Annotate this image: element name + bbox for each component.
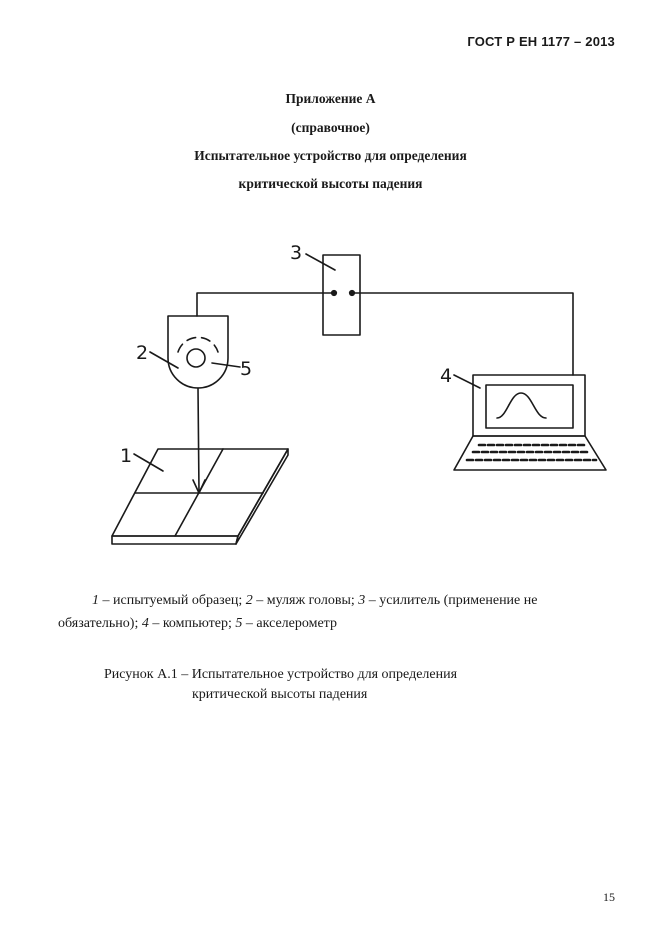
connection-wires [196,292,574,376]
legend-text-4: – компьютер; [148,616,236,631]
annex-title: Приложение А [285,91,376,106]
amplifier-box [322,254,361,336]
head-form [167,315,229,494]
legend-text-3b: обязательно); [58,616,142,631]
page-number: 15 [603,890,615,904]
legend-num-4: 4 [141,616,149,631]
legend-num-1: 1 [92,593,99,608]
figure-legend: 1 – испытуемый образец; 2 – муляж головы… [58,589,618,635]
label-leaders [133,253,481,472]
computer-laptop [453,374,607,471]
annex-status: (справочное) [291,120,370,135]
legend-text-1: – испытуемый образец; [99,593,246,608]
label-3: 3 [290,242,302,264]
standard-code: ГОСТ Р ЕН 1177 – 2013 [467,34,615,49]
annex-heading-line2: критической высоты падения [238,176,423,191]
figure-caption-line2: критической высоты падения [192,687,368,702]
legend-text-2: – муляж головы; [252,593,359,608]
legend-num-3: 3 [358,593,366,608]
annex-heading-line1: Испытательное устройство для определения [194,148,467,163]
legend-text-5: – акселерометр [242,616,337,631]
legend-line-2: обязательно); 4 – компьютер; 5 – акселер… [58,612,618,635]
legend-num-5: 5 [235,616,243,631]
label-2: 2 [136,342,148,364]
label-5: 5 [240,358,252,380]
label-4: 4 [440,365,452,387]
legend-num-2: 2 [245,593,253,608]
legend-line-1: 1 – испытуемый образец; 2 – муляж головы… [58,589,618,612]
figure-caption-line1: Рисунок А.1 – Испытательное устройство д… [104,667,458,682]
label-1: 1 [120,445,132,467]
accelerometer [186,348,206,368]
test-specimen [111,448,289,545]
legend-text-3: – усилитель (применение не [365,593,538,608]
